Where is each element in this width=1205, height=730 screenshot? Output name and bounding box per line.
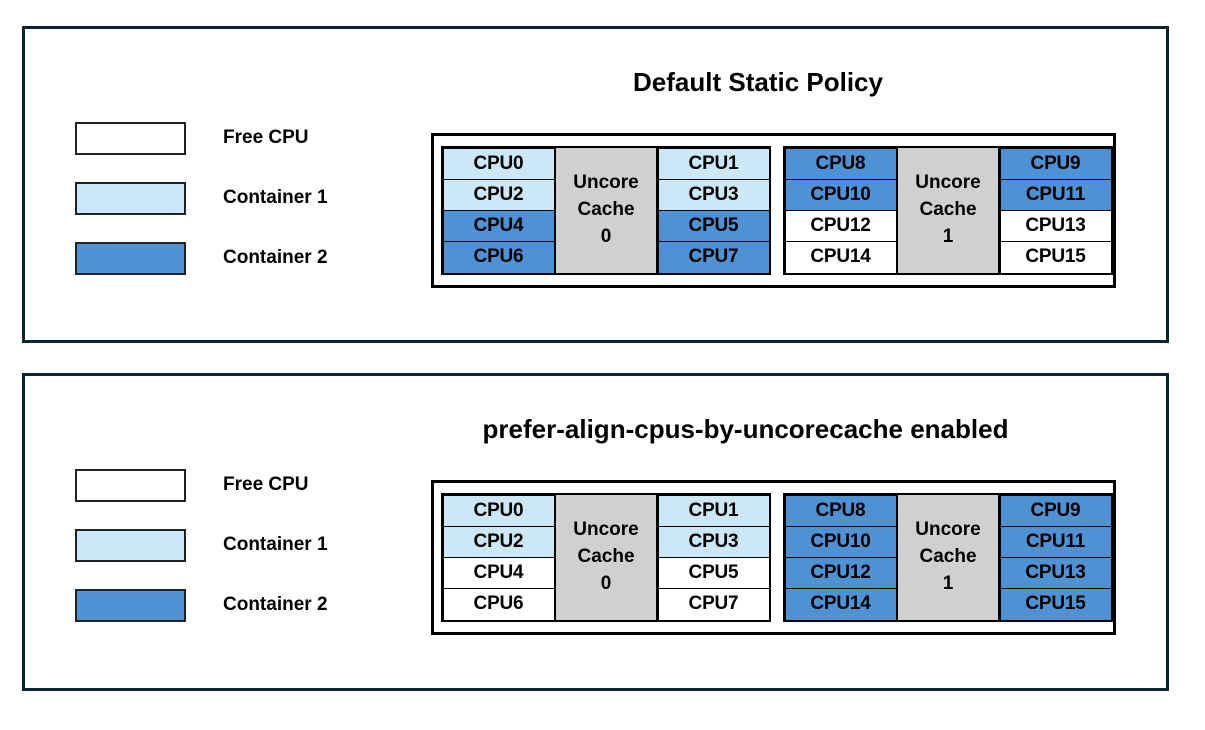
legend-swatch-free-cpu: [75, 121, 186, 155]
cpu-column-left: CPU0 CPU2 CPU4 CPU6: [442, 494, 555, 621]
cpu-cell: CPU5: [657, 557, 770, 590]
cache-label-line-1: Uncore: [915, 519, 981, 541]
cpu-cell: CPU11: [999, 525, 1112, 558]
cpu-cell: CPU9: [999, 494, 1112, 527]
legend-swatch-container-1: [75, 181, 186, 215]
legend-swatch-container-1: [75, 528, 186, 562]
cache-label-line-2: Cache: [919, 199, 977, 221]
cpu-cell: CPU1: [657, 147, 770, 180]
cache-group-0: CPU0 CPU2 CPU4 CPU6 Uncore Cache 0 CPU1 …: [441, 493, 771, 622]
cpu-cell: CPU1: [657, 494, 770, 527]
legend-row: Free CPU: [75, 108, 328, 168]
legend-swatch-free-cpu: [75, 468, 186, 502]
cpu-cell: CPU5: [657, 210, 770, 243]
cpu-cell: CPU15: [999, 241, 1112, 274]
cpu-column-left: CPU0 CPU2 CPU4 CPU6: [442, 147, 555, 274]
panel-prefer-align-cpus-by-uncorecache: prefer-align-cpus-by-uncorecache enabled…: [22, 373, 1169, 691]
panel-default-static-policy: Default Static Policy Free CPU Container…: [22, 26, 1169, 343]
cache-label-line-2: Cache: [919, 546, 977, 568]
page-title: Default Static Policy: [633, 67, 883, 97]
cpu-cell: CPU12: [784, 210, 897, 243]
cpu-cell: CPU6: [442, 241, 555, 274]
legend-row: Container 1: [75, 168, 328, 228]
cache-label-line-2: Cache: [577, 199, 635, 221]
legend-swatch-container-2: [75, 241, 186, 275]
cpu-cell: CPU0: [442, 147, 555, 180]
cpu-cell: CPU7: [657, 241, 770, 274]
cpu-topology-grid: CPU0 CPU2 CPU4 CPU6 Uncore Cache 0 CPU1 …: [431, 133, 1116, 288]
legend-label: Container 2: [223, 247, 328, 268]
uncore-cache-label-1: Uncore Cache 1: [896, 495, 1000, 620]
cpu-column-right: CPU1 CPU3 CPU5 CPU7: [657, 147, 770, 274]
cache-label-line-2: Cache: [577, 546, 635, 568]
cpu-cell: CPU3: [657, 178, 770, 211]
legend-swatch-container-2: [75, 588, 186, 622]
cpu-cell: CPU4: [442, 557, 555, 590]
cpu-cell: CPU13: [999, 557, 1112, 590]
legend-label: Container 1: [223, 187, 328, 208]
legend: Free CPU Container 1 Container 2: [75, 455, 328, 635]
cpu-cell: CPU15: [999, 588, 1112, 621]
cache-index: 0: [600, 225, 612, 247]
cache-label-line-1: Uncore: [573, 172, 639, 194]
cpu-column-right: CPU9 CPU11 CPU13 CPU15: [999, 147, 1112, 274]
cache-label-line-1: Uncore: [573, 519, 639, 541]
legend-label: Container 1: [223, 534, 328, 555]
legend: Free CPU Container 1 Container 2: [75, 108, 328, 288]
uncore-cache-label-0: Uncore Cache 0: [554, 495, 658, 620]
cpu-column-left: CPU8 CPU10 CPU12 CPU14: [784, 494, 897, 621]
page-title: prefer-align-cpus-by-uncorecache enabled: [482, 414, 1009, 444]
cpu-column-right: CPU9 CPU11 CPU13 CPU15: [999, 494, 1112, 621]
cache-group-1: CPU8 CPU10 CPU12 CPU14 Uncore Cache 1 CP…: [783, 146, 1113, 275]
cpu-cell: CPU2: [442, 178, 555, 211]
cpu-cell: CPU9: [999, 147, 1112, 180]
legend-row: Container 2: [75, 228, 328, 288]
cpu-cell: CPU14: [784, 241, 897, 274]
cpu-cell: CPU8: [784, 147, 897, 180]
cpu-cell: CPU7: [657, 588, 770, 621]
cpu-cell: CPU11: [999, 178, 1112, 211]
cache-group-1: CPU8 CPU10 CPU12 CPU14 Uncore Cache 1 CP…: [783, 493, 1113, 622]
cpu-column-right: CPU1 CPU3 CPU5 CPU7: [657, 494, 770, 621]
cpu-column-left: CPU8 CPU10 CPU12 CPU14: [784, 147, 897, 274]
cache-index: 1: [942, 225, 954, 247]
cpu-cell: CPU13: [999, 210, 1112, 243]
legend-label: Container 2: [223, 594, 328, 615]
legend-row: Container 2: [75, 575, 328, 635]
legend-row: Container 1: [75, 515, 328, 575]
cpu-cell: CPU0: [442, 494, 555, 527]
uncore-cache-label-1: Uncore Cache 1: [896, 148, 1000, 273]
cpu-cell: CPU14: [784, 588, 897, 621]
cpu-topology-grid: CPU0 CPU2 CPU4 CPU6 Uncore Cache 0 CPU1 …: [431, 480, 1116, 635]
legend-label: Free CPU: [223, 127, 309, 148]
cpu-cell: CPU10: [784, 178, 897, 211]
legend-label: Free CPU: [223, 474, 309, 495]
legend-row: Free CPU: [75, 455, 328, 515]
cache-index: 0: [600, 572, 612, 594]
cache-group-0: CPU0 CPU2 CPU4 CPU6 Uncore Cache 0 CPU1 …: [441, 146, 771, 275]
cache-index: 1: [942, 572, 954, 594]
cpu-cell: CPU12: [784, 557, 897, 590]
cpu-cell: CPU8: [784, 494, 897, 527]
cpu-cell: CPU6: [442, 588, 555, 621]
cpu-cell: CPU10: [784, 525, 897, 558]
cpu-cell: CPU3: [657, 525, 770, 558]
cache-label-line-1: Uncore: [915, 172, 981, 194]
uncore-cache-label-0: Uncore Cache 0: [554, 148, 658, 273]
cpu-cell: CPU2: [442, 525, 555, 558]
cpu-cell: CPU4: [442, 210, 555, 243]
